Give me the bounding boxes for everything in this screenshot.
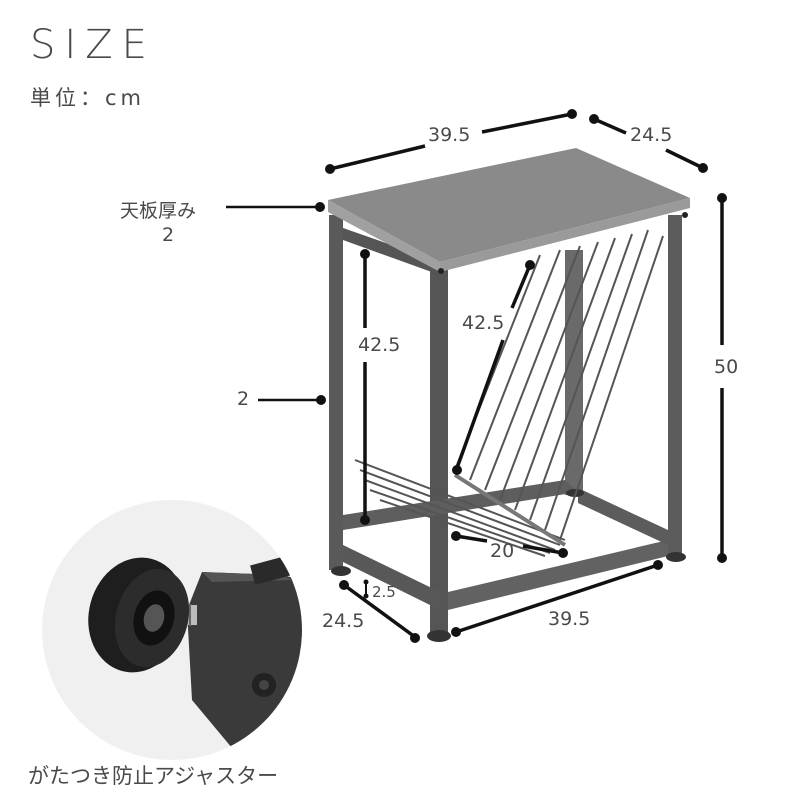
rack-depth-label: 20: [490, 540, 515, 562]
dimension-lines: [226, 109, 727, 643]
total-height-label: 50: [714, 356, 739, 378]
bottom-width-label: 39.5: [548, 608, 591, 630]
adjuster-caption: がたつき防止アジャスター: [28, 764, 279, 788]
adjuster-height-label: 2.5: [372, 583, 396, 601]
adjuster-illustration: [88, 555, 302, 760]
top-width-label: 39.5: [428, 124, 471, 146]
table-frame: [329, 215, 686, 642]
top-depth-label: 24.5: [630, 124, 673, 146]
inner-height-label: 42.5: [358, 334, 401, 356]
unit-label: 単位：cm: [30, 86, 146, 110]
rack-length-label: 42.5: [462, 312, 505, 334]
adjuster-foot: [88, 557, 190, 673]
page-title: SIZE: [30, 22, 156, 68]
tabletop-thickness-label: 天板厚み: [120, 200, 197, 222]
frame-width-label: 2: [237, 388, 250, 410]
tabletop: [328, 148, 690, 274]
bottom-depth-label: 24.5: [322, 610, 365, 632]
adjuster-detail-image: [42, 500, 302, 760]
tabletop-thickness-value: 2: [162, 224, 175, 246]
